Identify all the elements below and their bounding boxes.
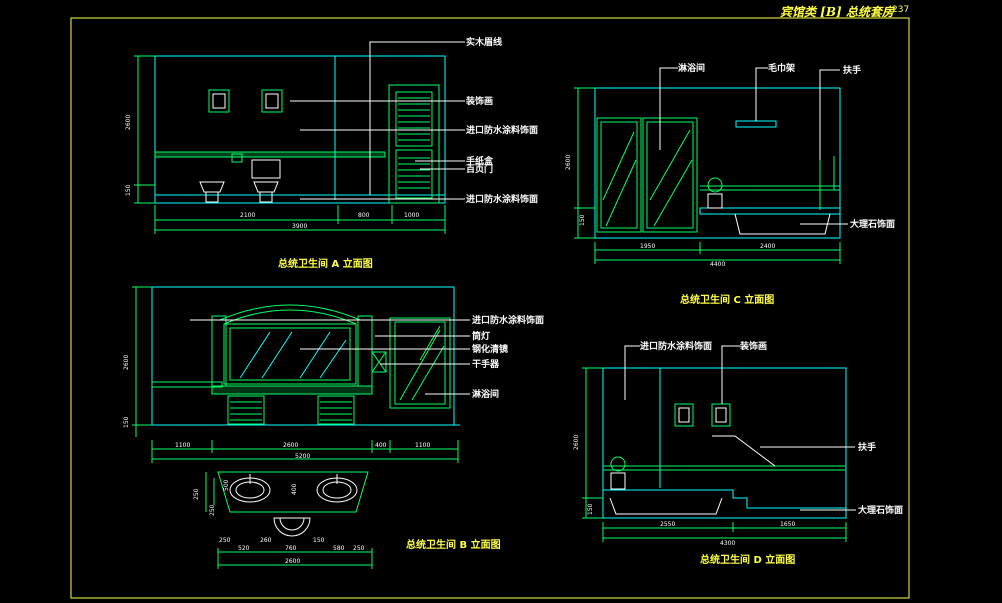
label-c-0: 淋浴间: [678, 62, 705, 74]
title-d: 总统卫生间 D 立面图: [700, 553, 795, 566]
elevation-c: [574, 67, 848, 264]
elevation-a: [134, 41, 465, 234]
label-d-3: 大理石饰面: [858, 504, 903, 516]
dim-plan-d7: 760: [285, 545, 297, 552]
dim-d-h1: 2600: [573, 435, 580, 450]
title-b: 总统卫生间 B 立面图: [406, 538, 501, 551]
dim-a-total: 3900: [292, 223, 307, 230]
label-b-3: 干手器: [472, 358, 500, 370]
dim-b-w1: 1100: [175, 442, 190, 449]
page-number: 237: [892, 5, 909, 15]
dim-plan-d8: 150: [313, 537, 325, 544]
label-a-2: 进口防水涂料饰面: [466, 124, 538, 136]
vanity-plan: [205, 471, 373, 569]
dim-c-h2: 150: [579, 214, 586, 226]
label-a-0: 实木眉线: [466, 36, 502, 48]
label-b-0: 进口防水涂料饰面: [472, 314, 544, 326]
dim-plan-d10: 250: [353, 545, 365, 552]
dim-d-w2: 1650: [780, 521, 795, 528]
label-c-2: 扶手: [843, 64, 861, 76]
dim-plan-d4: 250: [209, 504, 216, 516]
dim-c-total: 4400: [710, 261, 725, 268]
dim-plan-d3: 400: [291, 483, 298, 495]
dim-c-h1: 2600: [565, 155, 572, 170]
dim-b-w2: 2600: [283, 442, 298, 449]
label-a-5: 进口防水涂料饰面: [466, 193, 538, 205]
dim-plan-d5: 520: [238, 545, 250, 552]
label-a-3: 手纸盒: [466, 155, 494, 167]
dim-c-w1: 1950: [640, 243, 655, 250]
label-d-2: 扶手: [858, 441, 876, 453]
label-a-4: 百页门: [466, 163, 493, 175]
title-a: 总统卫生间 A 立面图: [278, 257, 373, 270]
dim-d-h2: 150: [587, 503, 594, 515]
label-c-1: 毛巾架: [768, 62, 795, 74]
label-b-2: 钢化清镜: [472, 343, 508, 355]
dim-plan-d2: 500: [223, 479, 230, 491]
label-c-3: 大理石饰面: [850, 218, 895, 230]
dim-b-total: 5200: [295, 453, 310, 460]
sheet-title: 宾馆类 [B] 总统套房: [780, 5, 896, 19]
dim-a-h2: 150: [125, 184, 132, 196]
dim-a-h1: 2600: [125, 115, 132, 130]
label-b-4: 淋浴间: [472, 388, 499, 400]
elevation-b: [132, 286, 470, 463]
dim-b-h1: 2600: [123, 355, 130, 370]
dim-a-w3: 1000: [404, 212, 419, 219]
label-d-1: 装饰画: [739, 340, 767, 352]
dim-plan-total: 2600: [285, 558, 300, 565]
dim-b-w4: 1100: [415, 442, 430, 449]
sheet-border: [70, 17, 910, 599]
dim-d-total: 4300: [720, 540, 735, 547]
elevation-d: [582, 345, 856, 542]
label-d-0: 进口防水涂料饰面: [640, 340, 712, 352]
dim-d-w1: 2550: [660, 521, 675, 528]
dim-plan-d1: 250: [193, 488, 200, 500]
dim-plan-d6: 260: [260, 537, 272, 544]
dim-c-w2: 2400: [760, 243, 775, 250]
dim-plan-d9: 580: [333, 545, 345, 552]
label-a-1: 装饰画: [465, 95, 493, 107]
dim-a-w2: 800: [358, 212, 370, 219]
dim-b-w3: 400: [375, 442, 387, 449]
dim-b-h2: 150: [123, 416, 130, 428]
dim-a-w1: 2100: [240, 212, 255, 219]
dim-plan-d4b: 250: [219, 537, 231, 544]
label-b-1: 筒灯: [472, 330, 490, 342]
title-c: 总统卫生间 C 立面图: [680, 293, 774, 306]
